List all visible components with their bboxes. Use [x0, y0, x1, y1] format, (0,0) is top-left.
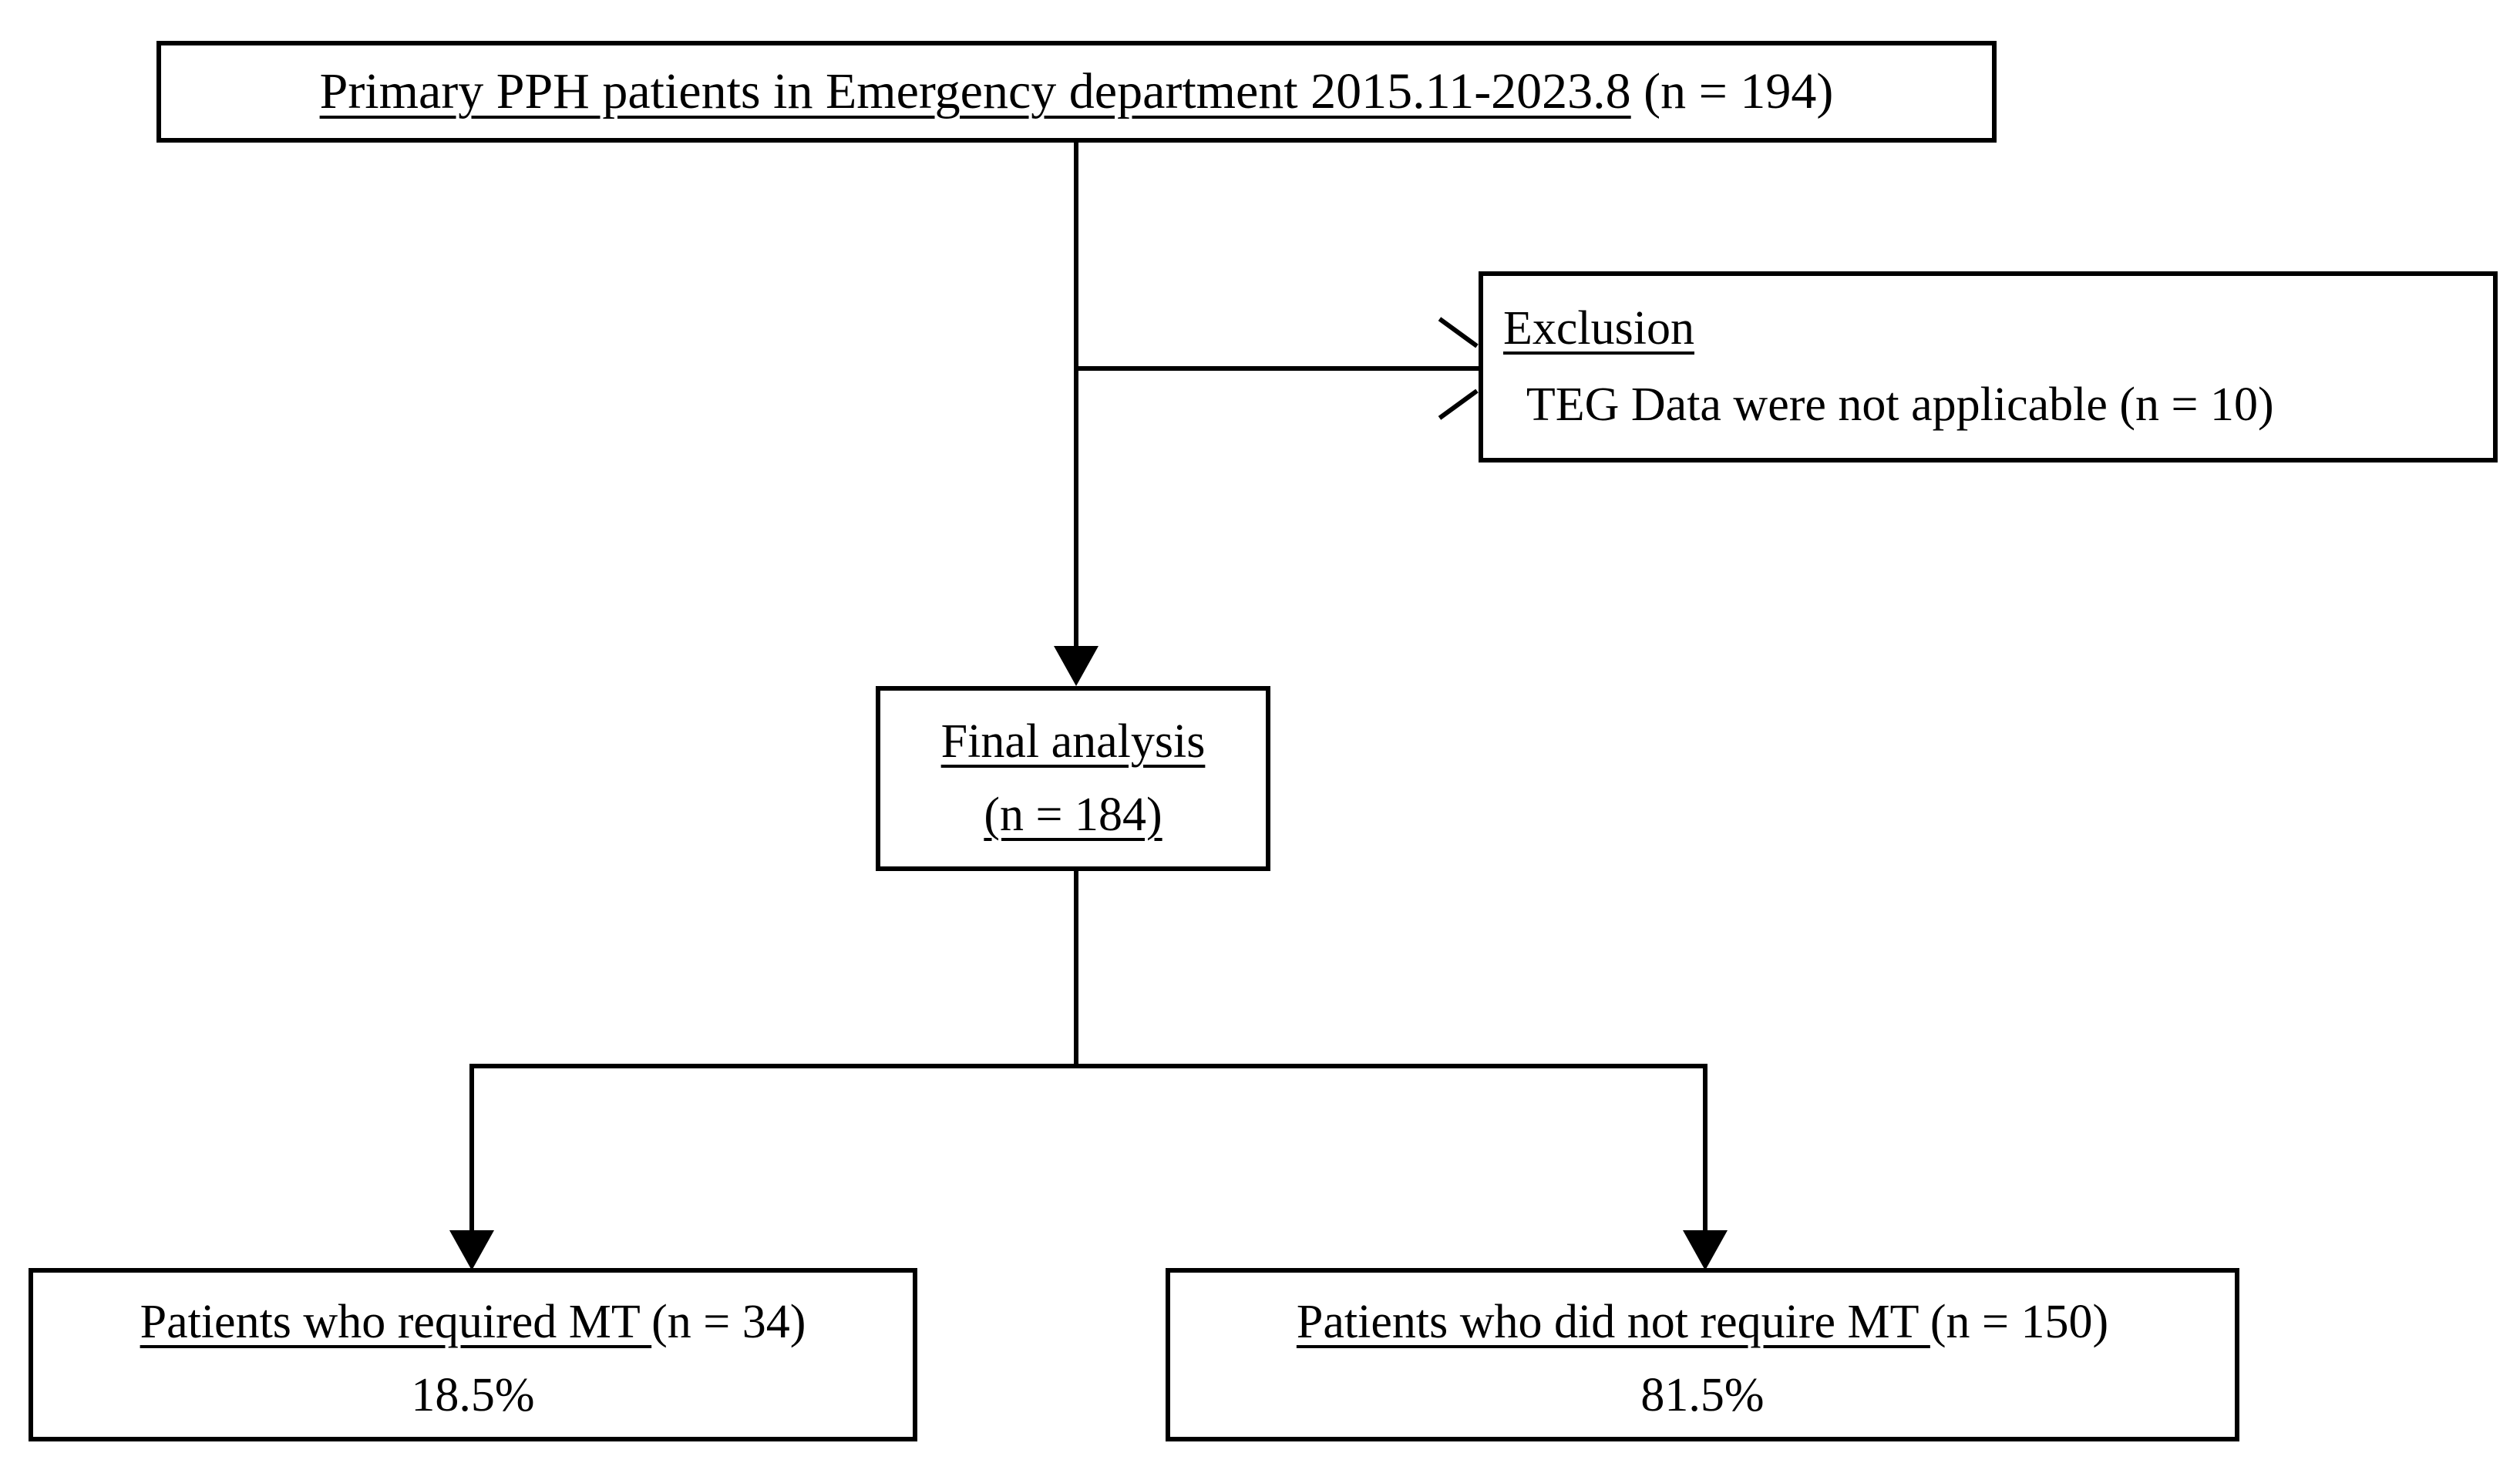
arrowhead-down-icon-mt-required — [449, 1230, 494, 1270]
final-analysis-count-line: (n = 184) — [888, 787, 1258, 843]
mt-required-label: Patients who required MT — [140, 1296, 652, 1348]
box-exclusion: Exclusion TEG Data were not applicable (… — [1479, 271, 2498, 462]
source-population-label: Primary PPH patients in Emergency depart… — [319, 63, 1631, 120]
source-population-count: (n = 194) — [1630, 63, 1834, 120]
box-source-population: Primary PPH patients in Emergency depart… — [156, 41, 1997, 143]
final-analysis-title: Final analysis — [940, 715, 1206, 768]
connector-split-to-mt-not-required — [1703, 1064, 1707, 1249]
mt-required-label-line: Patients who required MT (n = 34) — [44, 1294, 902, 1350]
exclusion-heading: Exclusion — [1503, 301, 1694, 355]
connector-final-to-split — [1074, 871, 1078, 1068]
connector-source-to-final — [1074, 143, 1078, 667]
exclusion-reason: TEG Data were not applicable (n = 10) — [1503, 378, 2274, 431]
arrowhead-barb-upper — [1438, 317, 1479, 348]
mt-not-required-label-line: Patients who did not require MT (n = 150… — [1181, 1294, 2224, 1350]
final-analysis-title-line: Final analysis — [888, 714, 1258, 770]
box-final-analysis: Final analysis (n = 184) — [876, 686, 1270, 871]
arrowhead-barb-lower — [1438, 388, 1479, 420]
mt-not-required-percent: 81.5% — [1640, 1369, 1765, 1422]
source-population-text: Primary PPH patients in Emergency depart… — [181, 62, 1972, 122]
final-analysis-count: (n = 184) — [984, 789, 1162, 841]
box-mt-not-required: Patients who did not require MT (n = 150… — [1166, 1268, 2239, 1441]
mt-not-required-label: Patients who did not require MT — [1296, 1296, 1930, 1348]
connector-source-to-exclusion — [1074, 366, 1481, 371]
arrowhead-right-icon-exclusion — [1431, 317, 1479, 420]
box-mt-required: Patients who required MT (n = 34) 18.5% — [29, 1268, 917, 1441]
connector-split-to-mt-required — [469, 1064, 474, 1249]
arrowhead-down-icon-mt-not-required — [1683, 1230, 1728, 1270]
arrowhead-down-icon-final — [1054, 646, 1099, 686]
mt-not-required-count: (n = 150) — [1930, 1296, 2109, 1348]
mt-required-count: (n = 34) — [651, 1296, 806, 1348]
connector-split-bar — [469, 1064, 1707, 1068]
exclusion-heading-line: Exclusion — [1503, 301, 2473, 357]
mt-required-percent: 18.5% — [411, 1369, 535, 1422]
